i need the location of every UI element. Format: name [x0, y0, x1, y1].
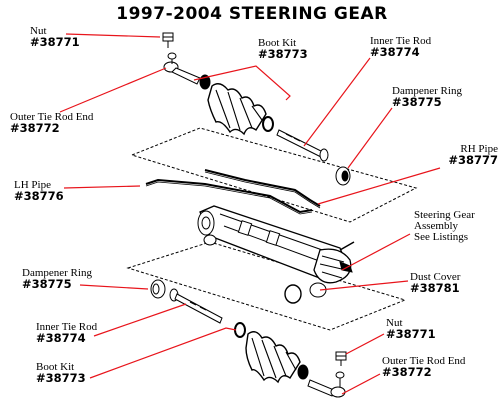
bracket-boot-kit-bottom [89, 327, 237, 379]
callout-boot-kit-top: Boot Kit #38773 [258, 37, 308, 61]
leader-rh-pipe [317, 167, 441, 205]
upper-inner-tie-rod-part [276, 129, 329, 162]
callout-dampener-ring-top: Dampener Ring #38775 [392, 85, 462, 109]
rh-pipe-part [204, 169, 321, 207]
upper-outer-tie-rod-end-part [163, 52, 201, 85]
bracket-boot-kit-top [193, 65, 291, 101]
leader-dampener-ring-bottom [79, 284, 149, 290]
leader-lh-pipe [63, 185, 141, 189]
lh-pipe-part [145, 178, 313, 214]
callout-rh-pipe: RH Pipe #38777 [448, 143, 498, 167]
leader-nut-bottom [345, 333, 385, 355]
lower-boot-part [234, 322, 309, 384]
callout-lh-pipe: LH Pipe #38776 [14, 179, 64, 203]
callout-boot-kit-bottom: Boot Kit #38773 [36, 361, 86, 385]
leader-outer-tie-rod-end-bottom [341, 373, 381, 395]
steering-gear-housing-part [197, 205, 355, 284]
dust-cover-part [284, 282, 327, 304]
callout-outer-tie-rod-end-bottom: Outer Tie Rod End #38772 [382, 355, 466, 379]
callout-dampener-ring-bottom: Dampener Ring #38775 [22, 267, 92, 291]
leader-steering-gear [341, 233, 411, 271]
callout-nut-top: Nut #38771 [30, 25, 80, 49]
upper-boot-part [199, 74, 274, 136]
lower-dashed-plane [126, 241, 407, 331]
callout-steering-gear-assembly: Steering Gear Assembly See Listings [414, 209, 475, 243]
leader-inner-tie-rod-bottom [93, 303, 187, 337]
leader-dampener-ring-top [347, 107, 393, 169]
lower-dampener-ring-part [150, 279, 166, 299]
upper-dashed-plane [130, 127, 418, 223]
leader-nut-top [65, 33, 161, 38]
leader-inner-tie-rod-top [303, 57, 371, 147]
lower-inner-tie-rod-part [169, 288, 223, 324]
lower-nut-part [335, 351, 347, 366]
diagram-title: 1997-2004 STEERING GEAR [116, 4, 388, 24]
callout-outer-tie-rod-end-top: Outer Tie Rod End #38772 [10, 111, 94, 135]
callout-nut-bottom: Nut #38771 [386, 317, 436, 341]
upper-nut-part [162, 32, 174, 48]
callout-dust-cover: Dust Cover #38781 [410, 271, 461, 295]
upper-dampener-ring-part [335, 166, 351, 186]
leader-dust-cover [319, 280, 409, 291]
callout-inner-tie-rod-top: Inner Tie Rod #38774 [370, 35, 432, 59]
lower-outer-tie-rod-end-part [307, 371, 346, 398]
leader-outer-tie-rod-end-top [59, 67, 167, 113]
callout-inner-tie-rod-bottom: Inner Tie Rod #38774 [36, 321, 98, 345]
